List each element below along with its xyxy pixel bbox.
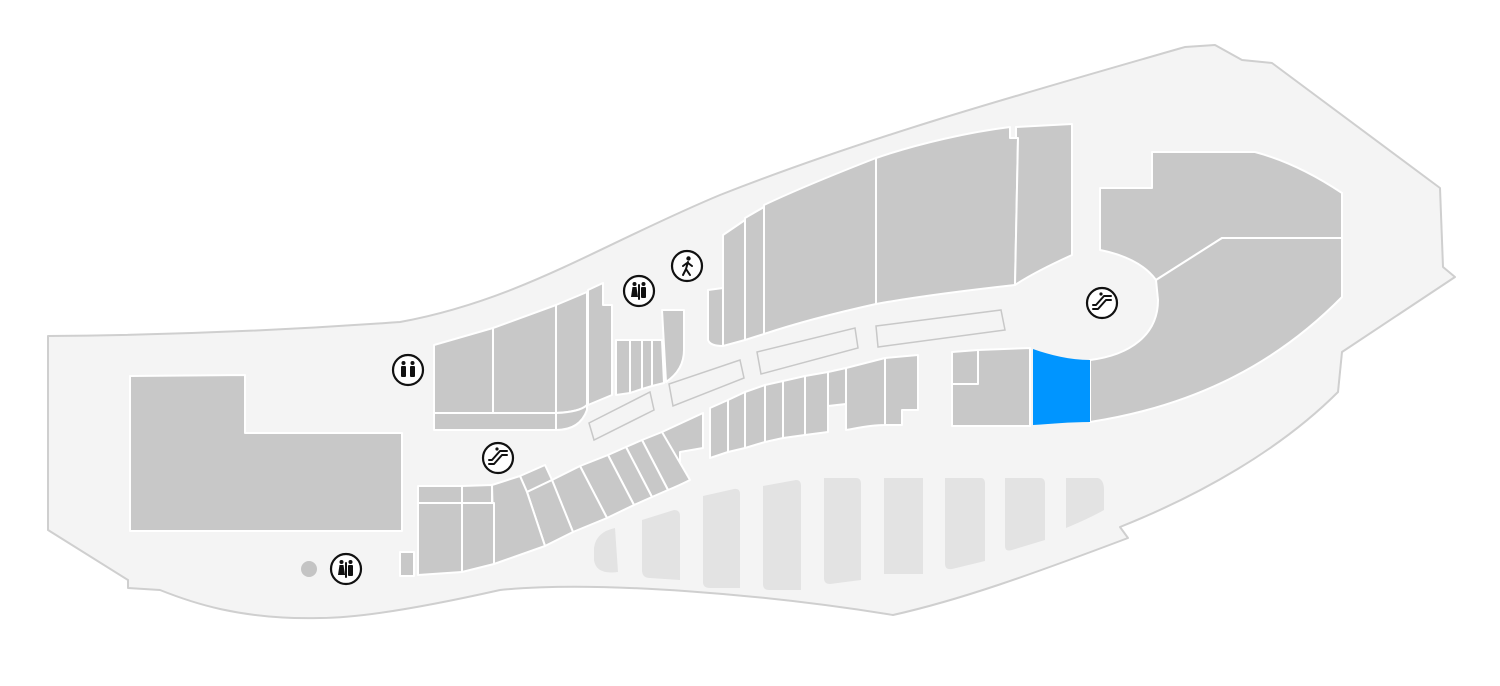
parking-bays [594, 478, 1104, 590]
restroom-icon[interactable] [391, 353, 425, 387]
parking-bay [884, 478, 923, 574]
kiosk [875, 309, 1006, 348]
store-row-north [707, 123, 1073, 347]
kiosk [668, 359, 745, 408]
restroom-icon[interactable] [329, 552, 363, 586]
store [433, 412, 557, 431]
anchor-store-northeast [1099, 151, 1343, 281]
store-row-southwest [399, 431, 691, 577]
restroom-icon[interactable] [622, 274, 656, 308]
parking-bay [1005, 478, 1045, 551]
store [764, 380, 784, 443]
parking-bay [945, 478, 985, 570]
store [651, 339, 665, 387]
escalator-icon[interactable] [481, 441, 515, 475]
store [1014, 123, 1073, 286]
store [722, 219, 746, 347]
store [661, 309, 685, 383]
store [709, 399, 729, 459]
store [587, 282, 613, 406]
anchor-store-east [1089, 237, 1343, 423]
store [461, 484, 493, 504]
store [641, 339, 653, 390]
walking-person-icon[interactable] [670, 249, 704, 283]
kiosk [588, 390, 655, 442]
parking-bay [1066, 478, 1104, 528]
store [782, 375, 806, 439]
store [399, 551, 415, 577]
parking-bay [824, 478, 861, 584]
highlighted-store[interactable] [1033, 349, 1090, 425]
store [461, 502, 495, 573]
store [417, 502, 463, 576]
store [727, 391, 746, 453]
store-row-northwest [433, 282, 685, 431]
store [744, 206, 765, 341]
corridor-kiosks [588, 309, 1006, 442]
store [615, 339, 631, 396]
kiosk [756, 327, 859, 375]
store [951, 347, 1031, 427]
anchor-store-west [129, 374, 403, 532]
store [804, 371, 829, 436]
escalator-icon[interactable] [1085, 286, 1119, 320]
store [845, 357, 886, 431]
parking-bay [703, 488, 740, 588]
store-row-east [1089, 151, 1343, 423]
parking-bay [763, 480, 801, 590]
store [827, 367, 847, 407]
store [629, 339, 643, 394]
store [555, 291, 588, 414]
store [875, 126, 1019, 305]
parking-bay [642, 510, 680, 580]
store [744, 384, 766, 449]
store [951, 349, 979, 385]
store [417, 485, 463, 504]
store [707, 287, 724, 347]
parking-bay [594, 528, 618, 573]
store [555, 404, 588, 431]
location-dot-icon[interactable] [301, 561, 317, 577]
